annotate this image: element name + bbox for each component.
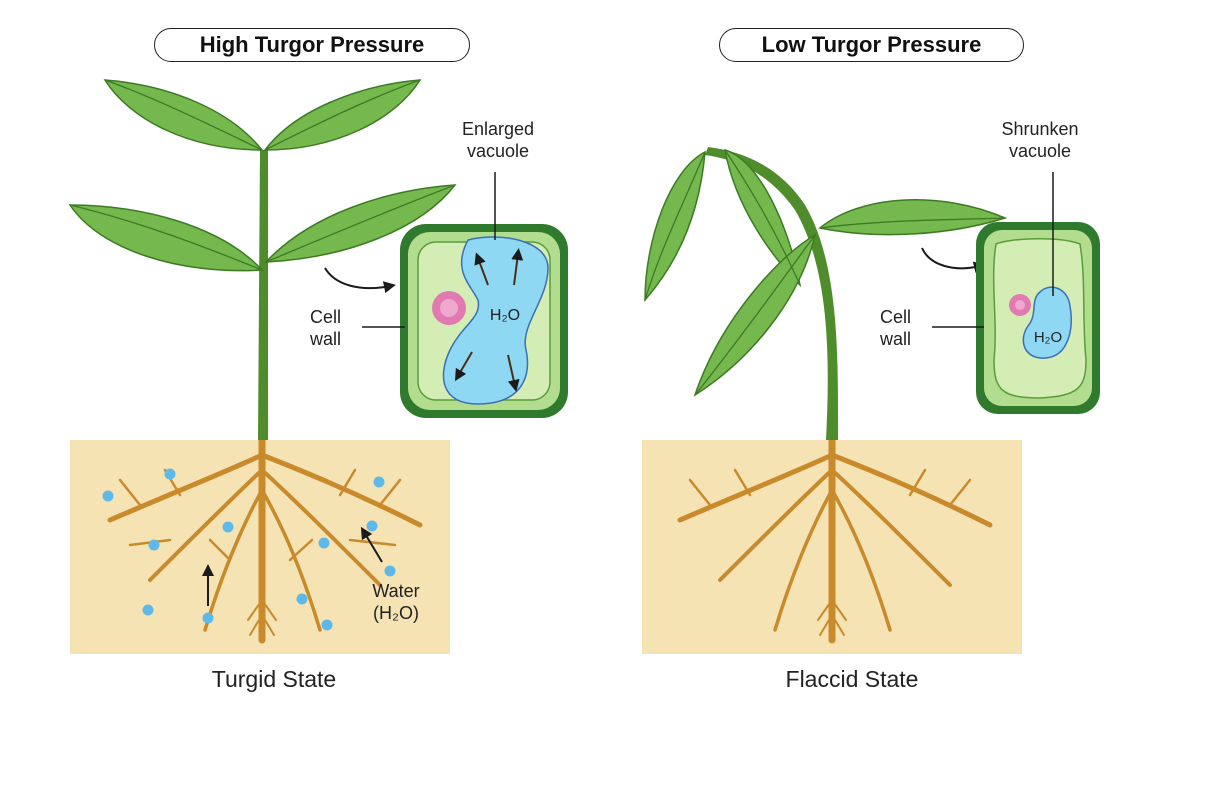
left-curved-arrow: [324, 267, 396, 294]
turgid-state-label: Turgid State: [211, 666, 337, 692]
right-stem: [705, 147, 839, 440]
left-leaf-veins: [69, 79, 456, 271]
water-uptake-arrows: [202, 526, 383, 606]
enlarged-vacuole-label: Enlarged vacuole: [438, 118, 558, 162]
shrunken-vacuole-label-line1: Shrunken: [1001, 119, 1079, 139]
left-stem: [258, 150, 268, 440]
left-h2o-label: H₂O: [489, 307, 521, 324]
shrunken-vacuole: [1022, 286, 1072, 359]
water-label: Water (H₂O): [356, 580, 436, 624]
shrunken-vacuole-label: Shrunken vacuole: [980, 118, 1100, 162]
low-turgor-title: Low Turgor Pressure: [719, 28, 1024, 62]
right-cell-wall-label-line2: wall: [880, 329, 912, 349]
right-cell-wall-label-line1: Cell: [880, 307, 912, 327]
enlarged-vacuole-label-line1: Enlarged: [461, 119, 535, 139]
vacuole-pressure-arrows: [454, 248, 524, 392]
right-h2o-label: H₂O: [1033, 329, 1063, 346]
left-cell-wall-label-line1: Cell: [310, 307, 342, 327]
right-leaf-veins: [644, 149, 1006, 396]
shrunken-vacuole-label-line2: vacuole: [1008, 141, 1072, 161]
high-turgor-title: High Turgor Pressure: [154, 28, 470, 62]
water-label-line2: (H₂O): [373, 603, 419, 623]
left-cell-wall-label-line2: wall: [310, 329, 342, 349]
flaccid-state-label: Flaccid State: [785, 666, 919, 692]
enlarged-vacuole-label-line2: vacuole: [466, 141, 530, 161]
water-label-line1: Water: [372, 581, 420, 601]
flaccid-cell: [976, 222, 1100, 414]
right-roots: [677, 436, 993, 644]
turgid-cell: [400, 224, 568, 418]
left-cell-wall-label: Cell wall: [310, 306, 362, 350]
right-cell-wall-label: Cell wall: [880, 306, 932, 350]
enlarged-vacuole: [442, 236, 549, 405]
right-curved-arrow: [921, 247, 986, 274]
